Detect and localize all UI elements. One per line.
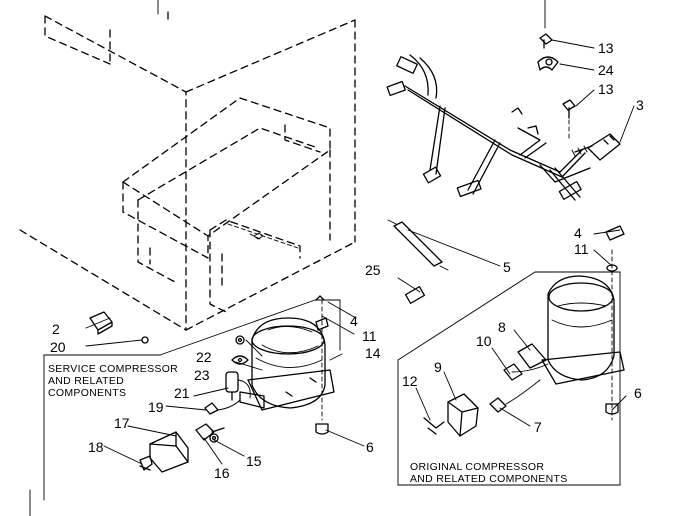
part-number-4: 4 <box>350 313 358 329</box>
service-caption-line1: SERVICE COMPRESSOR <box>48 363 178 375</box>
part-number-12: 12 <box>402 373 418 389</box>
part-number-2: 2 <box>52 321 60 337</box>
part-number-9: 9 <box>434 359 442 375</box>
screw-clamp-drawing <box>537 0 576 141</box>
part-number-23: 23 <box>194 367 210 383</box>
part-number-16: 16 <box>214 465 230 481</box>
service-caption-line2: AND RELATED <box>48 375 124 387</box>
heater-and-small-part-drawing <box>387 219 449 304</box>
original-compressor-drawing <box>397 225 625 486</box>
leader-lines <box>85 39 635 465</box>
part-number-7: 7 <box>534 419 542 435</box>
original-caption-line1: ORIGINAL COMPRESSOR <box>410 461 544 473</box>
part-number-21: 21 <box>174 385 190 401</box>
parts-2-20-drawing <box>89 311 149 344</box>
part-number-13: 13 <box>598 81 614 97</box>
part-number-10: 10 <box>476 333 492 349</box>
part-number-callouts: 13 24 13 3 4 11 5 25 2 20 4 11 14 22 23 … <box>50 40 644 481</box>
part-number-11: 11 <box>574 241 589 257</box>
wiring-harness-drawing <box>386 54 621 201</box>
part-number-25: 25 <box>365 262 381 278</box>
part-number-13: 13 <box>598 40 614 56</box>
part-number-15: 15 <box>246 453 262 469</box>
part-number-6: 6 <box>366 439 374 455</box>
part-number-17: 17 <box>114 415 130 431</box>
cabinet-outline <box>19 11 356 331</box>
part-number-11: 11 <box>362 328 377 344</box>
service-caption-line3: COMPONENTS <box>48 387 126 399</box>
original-caption-line2: AND RELATED COMPONENTS <box>410 473 568 485</box>
part-number-4: 4 <box>574 225 582 241</box>
service-compressor-drawing <box>43 295 341 501</box>
part-number-14: 14 <box>365 345 381 361</box>
part-number-18: 18 <box>88 439 104 455</box>
captions: SERVICE COMPRESSOR AND RELATED COMPONENT… <box>48 363 568 485</box>
part-number-5: 5 <box>503 259 511 275</box>
part-number-6: 6 <box>634 385 642 401</box>
part-number-8: 8 <box>498 319 506 335</box>
part-number-22: 22 <box>196 349 212 365</box>
part-number-20: 20 <box>50 339 66 355</box>
part-number-24: 24 <box>598 62 614 78</box>
part-number-3: 3 <box>636 97 644 113</box>
part-number-19: 19 <box>148 399 164 415</box>
